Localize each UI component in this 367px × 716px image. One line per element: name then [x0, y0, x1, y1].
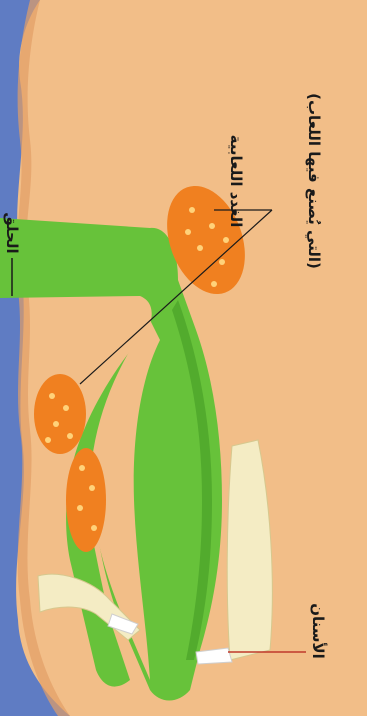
salivary-glands-label: الغدد اللعابية	[227, 51, 245, 311]
sublingual-gland	[66, 448, 106, 552]
submandibular-gland	[34, 374, 86, 454]
salivary-glands-sublabel: (التي يُصنع فيها اللعاب)	[305, 51, 323, 311]
teeth-label: الأسنان	[309, 591, 327, 671]
throat-label: الحلق	[3, 203, 21, 263]
